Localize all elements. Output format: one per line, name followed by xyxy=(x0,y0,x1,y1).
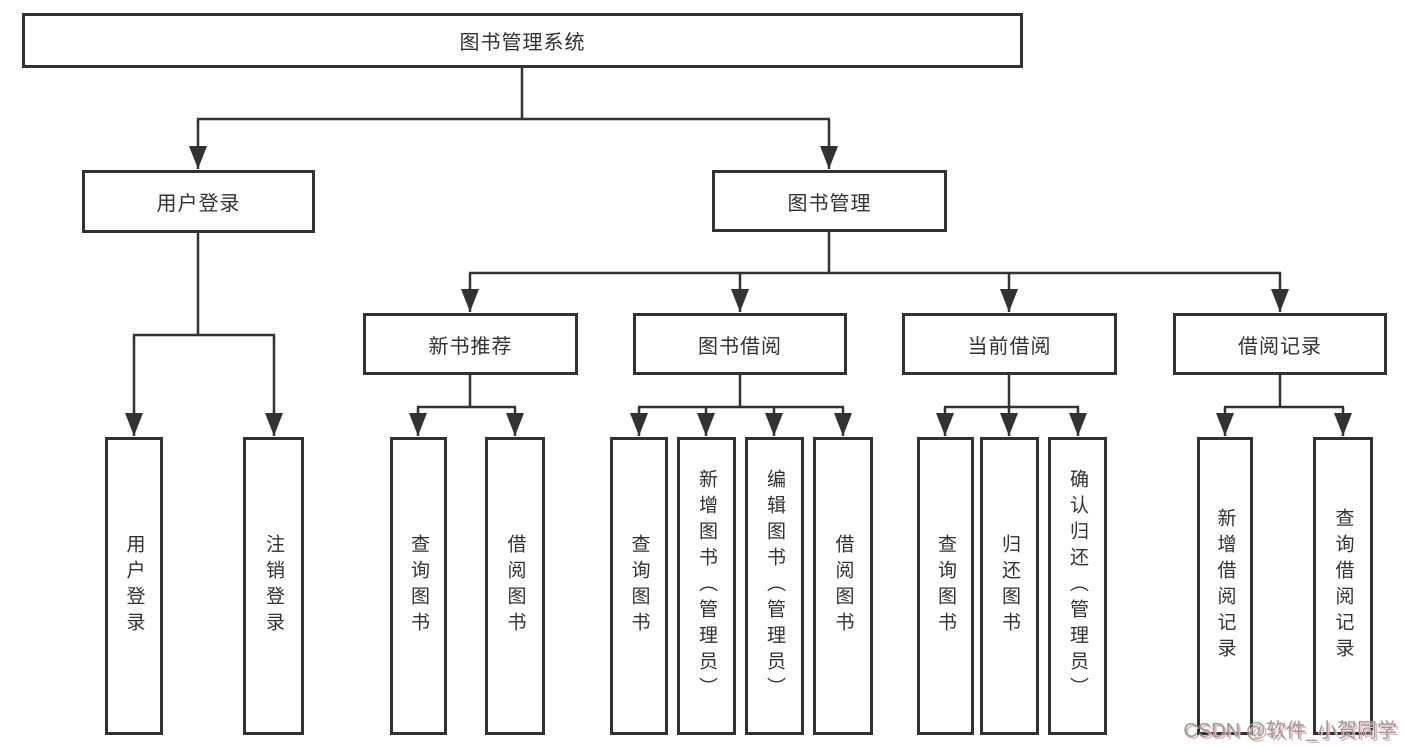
node-leaf-add-borrow-record: 新增借阅记录 xyxy=(1197,437,1253,735)
node-new-book-recommendation: 新书推荐 xyxy=(363,313,578,375)
csdn-watermark: CSDN @软件_小贺同学 xyxy=(1183,720,1397,742)
node-book-borrowing: 图书借阅 xyxy=(633,313,847,375)
node-current-borrowing: 当前借阅 xyxy=(902,313,1117,375)
node-leaf-query-books-3: 查询图书 xyxy=(917,437,974,735)
node-leaf-query-books-2: 查询图书 xyxy=(610,437,668,735)
node-leaf-confirm-return-admin: 确认归还（管理员） xyxy=(1048,437,1107,735)
node-leaf-edit-books-admin: 编辑图书（管理员） xyxy=(745,437,804,735)
node-leaf-user-login: 用户登录 xyxy=(105,437,163,735)
node-leaf-return-books: 归还图书 xyxy=(980,437,1039,735)
node-leaf-logout: 注销登录 xyxy=(243,437,304,735)
node-borrowing-records: 借阅记录 xyxy=(1173,313,1387,375)
node-leaf-query-books-1: 查询图书 xyxy=(390,437,447,735)
node-user-login: 用户登录 xyxy=(82,170,315,233)
node-leaf-add-books-admin: 新增图书（管理员） xyxy=(677,437,736,735)
node-book-management: 图书管理 xyxy=(712,170,947,232)
node-leaf-query-borrow-record: 查询借阅记录 xyxy=(1313,437,1373,735)
node-leaf-borrow-books-2: 借阅图书 xyxy=(813,437,873,735)
node-leaf-borrow-books-1: 借阅图书 xyxy=(485,437,545,735)
node-library-management-system: 图书管理系统 xyxy=(22,13,1023,68)
